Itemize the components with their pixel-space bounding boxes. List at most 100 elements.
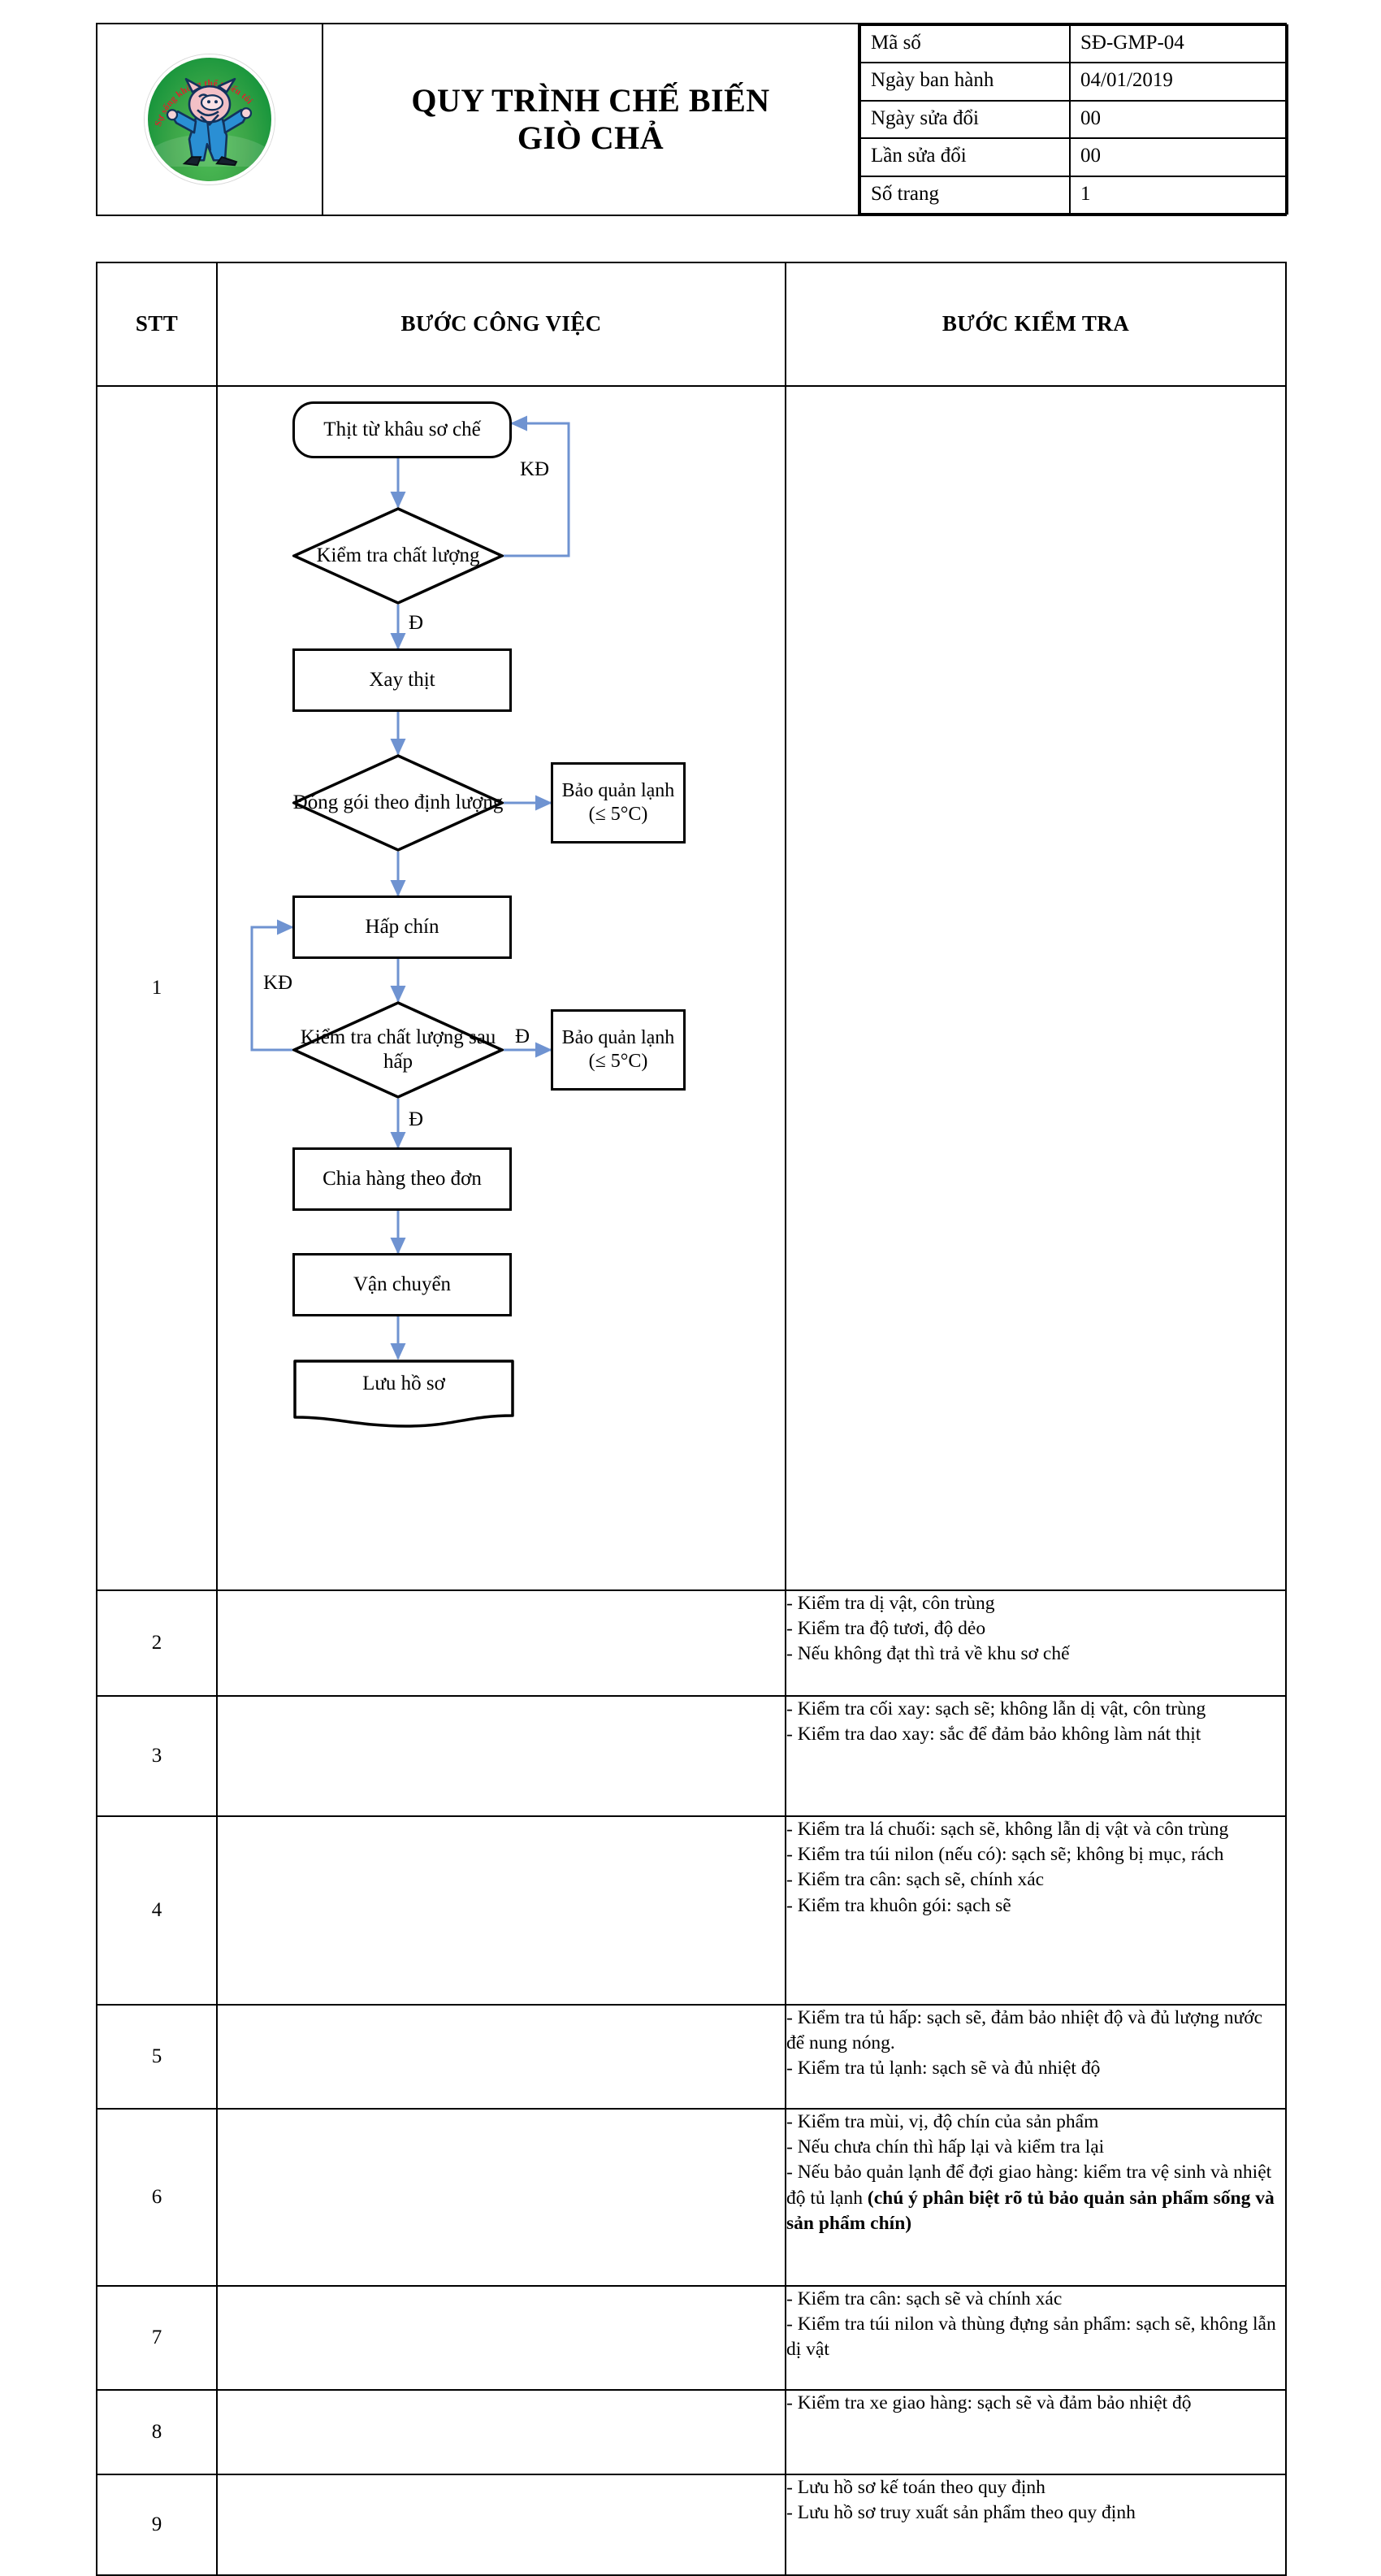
edge-label-d-2a: Đ xyxy=(515,1025,530,1047)
document-meta-table: Mã số SĐ-GMP-04 Ngày ban hành 04/01/2019… xyxy=(859,24,1288,215)
check-step-cell: - Lưu hồ sơ kế toán theo quy định - Lưu … xyxy=(785,2473,1287,2576)
check-step-cell: - Kiểm tra dị vật, côn trùng - Kiểm tra … xyxy=(785,1589,1287,1697)
table-row: 4 - Kiểm tra lá chuối: sạch sẽ, không lẫ… xyxy=(96,1815,1287,2006)
check-line: - Lưu hồ sơ kế toán theo quy định xyxy=(786,2476,1045,2498)
flow-node-luu-ho-so: Lưu hồ sơ xyxy=(292,1359,515,1429)
check-step-cell: - Kiểm tra lá chuối: sạch sẽ, không lẫn … xyxy=(785,1815,1287,2006)
check-step-cell xyxy=(785,384,1287,1591)
row-number: 6 xyxy=(96,2107,218,2287)
flow-node-hap-chin: Hấp chín xyxy=(292,895,512,959)
check-line: - Kiểm tra dao xay: sắc để đảm bảo không… xyxy=(786,1724,1201,1746)
edge-label-kd-1: KĐ xyxy=(520,458,550,480)
meta-key: Mã số xyxy=(859,24,1071,64)
check-line: - Kiểm tra tủ lạnh: sạch sẽ và đủ nhiệt … xyxy=(786,2058,1101,2079)
work-step-cell xyxy=(216,1815,786,2006)
table-header-row: STT BƯỚC CÔNG VIỆC BƯỚC KIỂM TRA xyxy=(96,261,1287,387)
flow-node-kiem-tra-chat-luong-sau-hap: Kiểm tra chất lượng sau hấp xyxy=(292,1001,504,1099)
check-line: - Kiểm tra túi nilon và thùng đựng sản p… xyxy=(786,2314,1276,2361)
work-step-cell: Thịt từ khâu sơ chế KĐ Kiểm tra chất lượ… xyxy=(216,384,786,1591)
row-number: 2 xyxy=(96,1589,218,1697)
row-number: 8 xyxy=(96,2388,218,2475)
row-number: 9 xyxy=(96,2473,218,2576)
check-line: - Kiểm tra cối xay: sạch sẽ; không lẫn d… xyxy=(786,1698,1206,1720)
table-row: 1 xyxy=(96,384,1287,1591)
logo-cell: Sự sống không thể thiếu tôi xyxy=(96,23,323,216)
edge-label-kd-2: KĐ xyxy=(263,971,293,994)
check-line: - Nếu không đạt thì trả về khu sơ chế xyxy=(786,1643,1070,1665)
meta-row: Số trang 1 xyxy=(859,175,1288,215)
work-step-cell xyxy=(216,2284,786,2391)
check-step-cell: - Kiểm tra cân: sạch sẽ và chính xác - K… xyxy=(785,2284,1287,2391)
meta-key: Ngày ban hành xyxy=(859,62,1071,102)
company-logo: Sự sống không thể thiếu tôi xyxy=(145,54,275,184)
document-title-cell: QUY TRÌNH CHẾ BIẾN GIÒ CHẢ xyxy=(322,23,859,216)
meta-value: 00 xyxy=(1069,99,1288,140)
check-step-cell: - Kiểm tra mùi, vị, độ chín của sản phẩm… xyxy=(785,2107,1287,2287)
check-line: - Lưu hồ sơ truy xuất sản phẩm theo quy … xyxy=(786,2502,1136,2524)
document-title-line1: QUY TRÌNH CHẾ BIẾN xyxy=(411,81,770,119)
flow-node-dong-goi-theo-dinh-luong: Đóng gói theo định lượng xyxy=(292,754,504,852)
document-title-line2: GIÒ CHẢ xyxy=(517,119,665,156)
row-number: 7 xyxy=(96,2284,218,2391)
flow-node-kiem-tra-chat-luong: Kiểm tra chất lượng xyxy=(292,507,504,605)
flow-node-bao-quan-lanh-1: Bảo quản lạnh (≤ 5°C) xyxy=(551,761,686,843)
flow-node-thit-tu-khau-so-che: Thịt từ khâu sơ chế xyxy=(292,401,512,458)
flow-node-bao-quan-lanh-2: Bảo quản lạnh (≤ 5°C) xyxy=(551,1008,686,1091)
document-meta-cell: Mã số SĐ-GMP-04 Ngày ban hành 04/01/2019… xyxy=(858,23,1288,216)
work-step-cell xyxy=(216,2473,786,2576)
pig-mascot-icon xyxy=(166,77,253,167)
check-line: - Kiểm tra túi nilon (nếu có): sạch sẽ; … xyxy=(786,1844,1224,1866)
table-row: 3 - Kiểm tra cối xay: sạch sẽ; không lẫn… xyxy=(96,1694,1287,1817)
table-row: 5 - Kiểm tra tủ hấp: sạch sẽ, đảm bảo nh… xyxy=(96,2003,1287,2110)
document-header-table: Sự sống không thể thiếu tôi xyxy=(96,23,1288,216)
flow-node-chia-hang-theo-don: Chia hàng theo đơn xyxy=(292,1147,512,1211)
flow-node-xay-thit: Xay thịt xyxy=(292,648,512,712)
column-header-work: BƯỚC CÔNG VIỆC xyxy=(216,261,786,387)
check-line: - Nếu chưa chín thì hấp lại và kiểm tra … xyxy=(786,2136,1105,2158)
table-row: 8 - Kiểm tra xe giao hàng: sạch sẽ và đả… xyxy=(96,2388,1287,2475)
check-step-cell: - Kiểm tra xe giao hàng: sạch sẽ và đảm … xyxy=(785,2388,1287,2475)
table-row: 2 - Kiểm tra dị vật, côn trùng - Kiểm tr… xyxy=(96,1589,1287,1697)
check-line: - Kiểm tra lá chuối: sạch sẽ, không lẫn … xyxy=(786,1818,1229,1840)
flow-node-van-chuyen: Vận chuyển xyxy=(292,1252,512,1316)
meta-value: 1 xyxy=(1069,175,1288,215)
meta-value: 00 xyxy=(1069,137,1288,177)
check-line: - Kiểm tra khuôn gói: sạch sẽ xyxy=(786,1894,1011,1916)
row-number: 5 xyxy=(96,2003,218,2110)
work-step-cell xyxy=(216,2107,786,2287)
meta-row: Ngày ban hành 04/01/2019 xyxy=(859,62,1288,102)
check-line: - Kiểm tra dị vật, côn trùng xyxy=(786,1592,995,1614)
row-number: 4 xyxy=(96,1815,218,2006)
flowchart: Thịt từ khâu sơ chế KĐ Kiểm tra chất lượ… xyxy=(218,387,786,1589)
check-line: - Kiểm tra mùi, vị, độ chín của sản phẩm xyxy=(786,2110,1099,2132)
column-header-check: BƯỚC KIỂM TRA xyxy=(785,261,1287,387)
work-step-cell xyxy=(216,2388,786,2475)
edge-label-d-2b: Đ xyxy=(409,1108,424,1130)
work-step-cell xyxy=(216,1589,786,1697)
meta-value: 04/01/2019 xyxy=(1069,62,1288,102)
meta-row: Lần sửa đổi 00 xyxy=(859,137,1288,177)
check-line: - Kiểm tra tủ hấp: sạch sẽ, đảm bảo nhiệ… xyxy=(786,2006,1263,2054)
meta-row: Ngày sửa đổi 00 xyxy=(859,99,1288,140)
table-row: 6 - Kiểm tra mùi, vị, độ chín của sản ph… xyxy=(96,2107,1287,2287)
check-step-cell: - Kiểm tra cối xay: sạch sẽ; không lẫn d… xyxy=(785,1694,1287,1817)
process-table: STT BƯỚC CÔNG VIỆC BƯỚC KIỂM TRA 1 xyxy=(96,261,1287,2576)
row-number: 3 xyxy=(96,1694,218,1817)
check-line: - Kiểm tra cân: sạch sẽ và chính xác xyxy=(786,2288,1063,2309)
meta-key: Ngày sửa đổi xyxy=(859,99,1071,140)
flowchart-connectors xyxy=(250,415,570,1360)
check-line: - Kiểm tra cân: sạch sẽ, chính xác xyxy=(786,1869,1045,1891)
row-number: 1 xyxy=(96,384,218,1591)
meta-key: Số trang xyxy=(859,175,1071,215)
meta-row: Mã số SĐ-GMP-04 xyxy=(859,24,1288,64)
table-row: 9 - Lưu hồ sơ kế toán theo quy định - Lư… xyxy=(96,2473,1287,2576)
table-row: 7 - Kiểm tra cân: sạch sẽ và chính xác -… xyxy=(96,2284,1287,2391)
work-step-cell xyxy=(216,2003,786,2110)
edge-label-d-1: Đ xyxy=(409,611,424,634)
check-line-rich: - Nếu bảo quản lạnh để đợi giao hàng: ki… xyxy=(786,2160,1285,2236)
work-step-cell xyxy=(216,1694,786,1817)
check-line: - Kiểm tra độ tươi, độ dẻo xyxy=(786,1618,986,1640)
meta-key: Lần sửa đổi xyxy=(859,137,1071,177)
check-line: - Kiểm tra xe giao hàng: sạch sẽ và đảm … xyxy=(786,2392,1192,2413)
